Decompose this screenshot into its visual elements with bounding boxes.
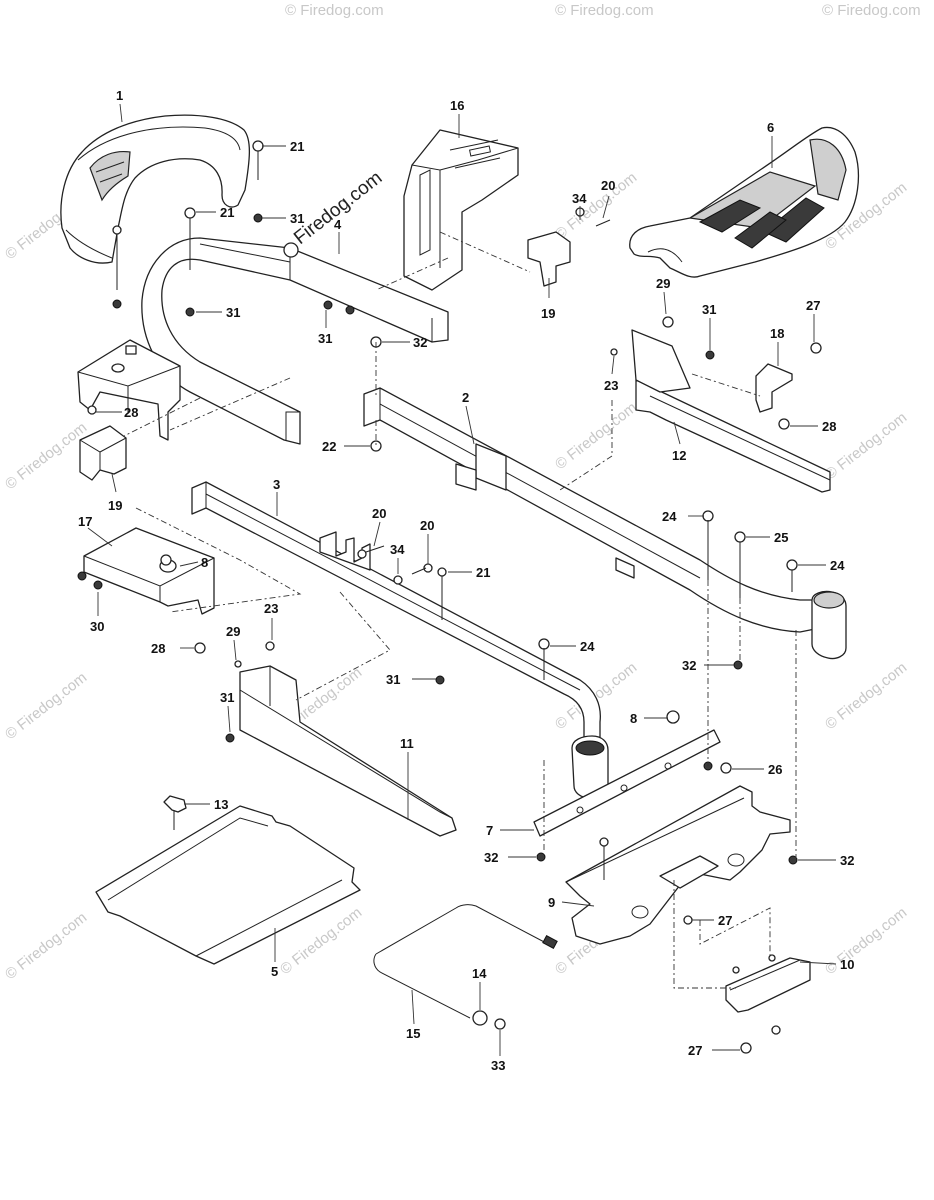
part-2-main-frame bbox=[363, 387, 847, 660]
callout-32: 32 bbox=[682, 658, 696, 673]
callout-21: 21 bbox=[220, 205, 234, 220]
callout-32: 32 bbox=[840, 853, 854, 868]
callout-8: 8 bbox=[201, 555, 208, 570]
callout-19: 19 bbox=[541, 306, 555, 321]
part-12-angle-bar bbox=[635, 379, 831, 493]
callout-20: 20 bbox=[601, 178, 615, 193]
callout-31: 31 bbox=[220, 690, 234, 705]
callout-29: 29 bbox=[656, 276, 670, 291]
part-11-side-rail bbox=[239, 665, 457, 837]
part-4-upper-frame bbox=[141, 237, 449, 445]
callout-20: 20 bbox=[372, 506, 386, 521]
watermark: © Firedog.com bbox=[2, 669, 90, 743]
callout-21: 21 bbox=[476, 565, 490, 580]
callout-28: 28 bbox=[124, 405, 138, 420]
part-6-front-cover bbox=[629, 126, 860, 278]
watermark: © Firedog.com bbox=[552, 399, 640, 473]
callout-25: 25 bbox=[774, 530, 788, 545]
callout-19: 19 bbox=[108, 498, 122, 513]
callout-14: 14 bbox=[472, 966, 487, 981]
part-18-bracket bbox=[755, 363, 793, 413]
callout-21: 21 bbox=[290, 139, 304, 154]
callout-24: 24 bbox=[580, 639, 595, 654]
watermark: © Firedog.com bbox=[555, 2, 654, 19]
callout-23: 23 bbox=[604, 378, 618, 393]
part-15-rod bbox=[373, 904, 558, 1030]
assembly-lines bbox=[123, 231, 797, 989]
callout-28: 28 bbox=[822, 419, 836, 434]
callout-10: 10 bbox=[840, 957, 854, 972]
fasteners bbox=[77, 140, 822, 1054]
callout-34: 34 bbox=[390, 542, 405, 557]
callout-7: 7 bbox=[486, 823, 493, 838]
callout-33: 33 bbox=[491, 1058, 505, 1073]
callout-2: 2 bbox=[462, 390, 469, 405]
part-10-clip bbox=[725, 957, 811, 1013]
leader-lines bbox=[87, 103, 837, 1056]
part-13-knob bbox=[163, 795, 187, 830]
callout-8: 8 bbox=[630, 711, 637, 726]
callout-3: 3 bbox=[273, 477, 280, 492]
part-9-lower-bracket bbox=[565, 785, 791, 945]
watermark: © Firedog.com bbox=[822, 2, 921, 19]
callout-31: 31 bbox=[226, 305, 240, 320]
part-17-plate bbox=[83, 527, 215, 615]
callout-24: 24 bbox=[830, 558, 845, 573]
part-19-bracket-left bbox=[79, 425, 127, 481]
watermark: © Firedog.com bbox=[552, 169, 640, 243]
watermark: © Firedog.com bbox=[285, 2, 384, 19]
callout-31: 31 bbox=[290, 211, 304, 226]
watermark: © Firedog.com bbox=[2, 909, 90, 983]
callout-31: 31 bbox=[318, 331, 332, 346]
callout-23: 23 bbox=[264, 601, 278, 616]
callout-32: 32 bbox=[413, 335, 427, 350]
callout-24: 24 bbox=[662, 509, 677, 524]
part-3-long-frame bbox=[191, 481, 609, 799]
callout-16: 16 bbox=[450, 98, 464, 113]
callout-labels: 1 16 6 21 21 31 4 34 20 19 31 31 32 29 3… bbox=[78, 88, 854, 1073]
callout-11: 11 bbox=[400, 736, 414, 751]
watermark: © Firedog.com bbox=[822, 659, 910, 733]
callout-34: 34 bbox=[572, 191, 587, 206]
callout-31: 31 bbox=[386, 672, 400, 687]
watermark: © Firedog.com bbox=[822, 904, 910, 978]
callout-5: 5 bbox=[271, 964, 278, 979]
callout-4: 4 bbox=[334, 217, 342, 232]
callout-12: 12 bbox=[672, 448, 686, 463]
callout-31: 31 bbox=[702, 302, 716, 317]
callout-26: 26 bbox=[768, 762, 782, 777]
callout-22: 22 bbox=[322, 439, 336, 454]
callout-30: 30 bbox=[90, 619, 104, 634]
callout-32: 32 bbox=[484, 850, 498, 865]
part-7-flat-bar bbox=[533, 729, 721, 837]
part-5-floor-mat bbox=[95, 805, 361, 965]
callout-18: 18 bbox=[770, 326, 784, 341]
callout-28: 28 bbox=[151, 641, 165, 656]
callout-6: 6 bbox=[767, 120, 774, 135]
callout-9: 9 bbox=[548, 895, 555, 910]
callout-17: 17 bbox=[78, 514, 92, 529]
callout-20: 20 bbox=[420, 518, 434, 533]
part-12-plate bbox=[631, 329, 691, 393]
callout-29: 29 bbox=[226, 624, 240, 639]
callout-15: 15 bbox=[406, 1026, 420, 1041]
part-19-bracket-right bbox=[527, 231, 571, 287]
callout-13: 13 bbox=[214, 797, 228, 812]
watermark-main: Firedog.com bbox=[290, 167, 386, 249]
callout-27: 27 bbox=[688, 1043, 702, 1058]
watermark: © Firedog.com bbox=[2, 419, 90, 493]
callout-27: 27 bbox=[806, 298, 820, 313]
part-1-rear-cover bbox=[60, 114, 251, 264]
callout-1: 1 bbox=[116, 88, 123, 103]
callout-27: 27 bbox=[718, 913, 732, 928]
part-16-bracket bbox=[403, 129, 519, 291]
